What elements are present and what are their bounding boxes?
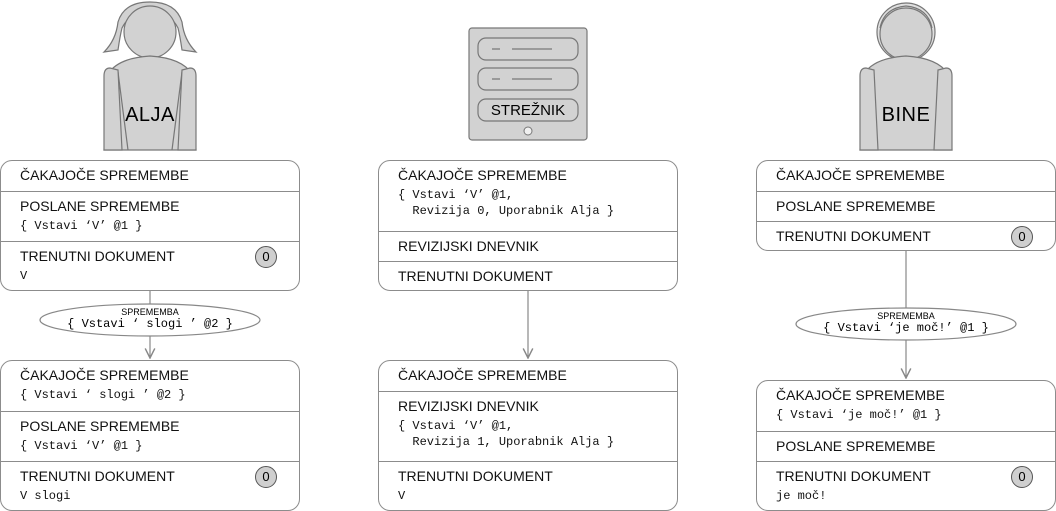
alja-state-card-top: ČAKAJOČE SPREMEMBE POSLANE SPREMEMBE { V… [0, 160, 300, 291]
revision-log-value: { Vstavi ‘V’ @1, Revizija 1, Uporabnik A… [398, 419, 615, 449]
sent-title: POSLANE SPREMEMBE [776, 438, 936, 454]
current-doc-title: TRENUTNI DOKUMENT [398, 268, 553, 284]
alja-change-bubble: SPREMEMBA { Vstavi ‘ slogi ’ @2 } [40, 307, 260, 332]
actor-label-bine: BINE [881, 104, 931, 126]
revision-badge: 0 [1011, 226, 1033, 248]
actor-label-alja: ALJA [125, 104, 175, 126]
current-doc-section: TRENUTNI DOKUMENT V 0 [1, 241, 299, 290]
pending-section: ČAKAJOČE SPREMEMBE { Vstavi ‘V’ @1, Revi… [379, 161, 677, 231]
current-doc-value: V slogi [20, 489, 71, 503]
pending-title: ČAKAJOČE SPREMEMBE [398, 367, 567, 383]
change-ellipse-alja [39, 303, 261, 337]
sent-section: POSLANE SPREMEMBE { Vstavi ‘V’ @1 } [1, 411, 299, 461]
change-operation: { Vstavi ‘je moč!’ @1 } [823, 321, 989, 335]
revision-log-title: REVIZIJSKI DNEVNIK [398, 238, 539, 254]
revision-badge: 0 [255, 246, 277, 268]
bine-state-card-top: ČAKAJOČE SPREMEMBE POSLANE SPREMEMBE TRE… [756, 160, 1056, 251]
change-operation: { Vstavi ‘ slogi ’ @2 } [67, 317, 233, 331]
current-doc-title: TRENUTNI DOKUMENT [398, 468, 553, 484]
change-label: SPREMEMBA [121, 307, 179, 317]
current-doc-title: TRENUTNI DOKUMENT [20, 248, 175, 264]
revision-log-section: REVIZIJSKI DNEVNIK { Vstavi ‘V’ @1, Revi… [379, 391, 677, 461]
pending-section: ČAKAJOČE SPREMEMBE { Vstavi ‘je moč!’ @1… [757, 381, 1055, 431]
revision-log-section: REVIZIJSKI DNEVNIK [379, 231, 677, 261]
pending-title: ČAKAJOČE SPREMEMBE [20, 367, 189, 383]
sent-value: { Vstavi ‘V’ @1 } [20, 219, 143, 233]
pending-section: ČAKAJOČE SPREMEMBE [1, 161, 299, 191]
pending-section: ČAKAJOČE SPREMEMBE { Vstavi ‘ slogi ’ @2… [1, 361, 299, 411]
sent-section: POSLANE SPREMEMBE [757, 191, 1055, 221]
pending-title: ČAKAJOČE SPREMEMBE [20, 167, 189, 183]
sent-title: POSLANE SPREMEMBE [20, 418, 180, 434]
pending-value: { Vstavi ‘V’ @1, Revizija 0, Uporabnik A… [398, 188, 615, 218]
change-label: SPREMEMBA [877, 311, 935, 321]
revision-badge: 0 [1011, 466, 1033, 488]
pending-title: ČAKAJOČE SPREMEMBE [776, 167, 945, 183]
bine-state-card-bottom: ČAKAJOČE SPREMEMBE { Vstavi ‘je moč!’ @1… [756, 380, 1056, 511]
current-doc-section: TRENUTNI DOKUMENT V [379, 461, 677, 510]
sent-title: POSLANE SPREMEMBE [20, 198, 180, 214]
current-doc-value: V [20, 269, 28, 283]
alja-state-card-bottom: ČAKAJOČE SPREMEMBE { Vstavi ‘ slogi ’ @2… [0, 360, 300, 511]
server-state-card-bottom: ČAKAJOČE SPREMEMBE REVIZIJSKI DNEVNIK { … [378, 360, 678, 511]
current-doc-title: TRENUTNI DOKUMENT [20, 468, 175, 484]
current-doc-section: TRENUTNI DOKUMENT V slogi 0 [1, 461, 299, 510]
sent-value: { Vstavi ‘V’ @1 } [20, 439, 143, 453]
current-doc-value: V [398, 489, 406, 503]
revision-log-title: REVIZIJSKI DNEVNIK [398, 398, 539, 414]
server-icon [468, 27, 588, 141]
sent-section: POSLANE SPREMEMBE { Vstavi ‘V’ @1 } [1, 191, 299, 241]
current-doc-section: TRENUTNI DOKUMENT je moč! 0 [757, 461, 1055, 510]
actor-label-server: STREŽNIK [490, 102, 566, 119]
pending-title: ČAKAJOČE SPREMEMBE [398, 167, 567, 183]
bine-change-bubble: SPREMEMBA { Vstavi ‘je moč!’ @1 } [796, 311, 1016, 336]
sent-section: POSLANE SPREMEMBE [757, 431, 1055, 461]
user-bine-figure [859, 2, 953, 151]
change-ellipse-bine [795, 307, 1017, 341]
pending-section: ČAKAJOČE SPREMEMBE [757, 161, 1055, 191]
pending-value: { Vstavi ‘ slogi ’ @2 } [20, 388, 186, 402]
current-doc-section: TRENUTNI DOKUMENT [379, 261, 677, 290]
server-state-card-top: ČAKAJOČE SPREMEMBE { Vstavi ‘V’ @1, Revi… [378, 160, 678, 291]
pending-title: ČAKAJOČE SPREMEMBE [776, 387, 945, 403]
sent-title: POSLANE SPREMEMBE [776, 198, 936, 214]
current-doc-title: TRENUTNI DOKUMENT [776, 468, 931, 484]
pending-value: { Vstavi ‘je moč!’ @1 } [776, 408, 942, 422]
user-alja-figure [102, 1, 198, 151]
current-doc-section: TRENUTNI DOKUMENT 0 [757, 221, 1055, 250]
pending-section: ČAKAJOČE SPREMEMBE [379, 361, 677, 391]
revision-badge: 0 [255, 466, 277, 488]
current-doc-title: TRENUTNI DOKUMENT [776, 228, 931, 244]
current-doc-value: je moč! [776, 489, 827, 503]
